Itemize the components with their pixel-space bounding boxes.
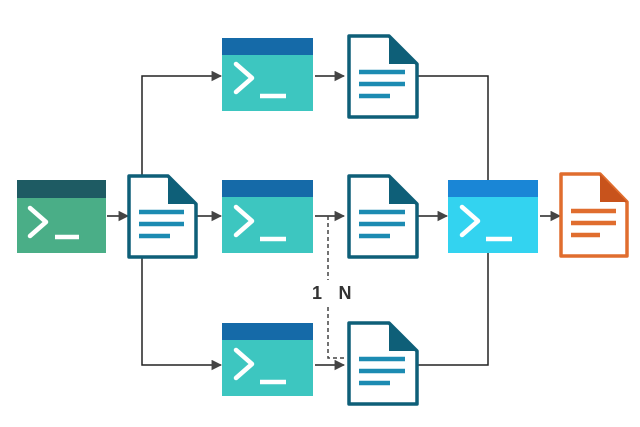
edge-output-top-to-merge	[418, 75, 489, 180]
ratio-label-many: N	[339, 283, 352, 303]
connectors	[107, 70, 562, 371]
worker-terminal-top-icon	[222, 38, 313, 111]
result-document-icon	[559, 172, 629, 258]
edge-output-bottom-to-merge	[418, 252, 489, 366]
output-document-middle-icon	[347, 174, 419, 259]
worker-terminal-bottom-icon	[222, 323, 313, 396]
output-document-top-icon	[347, 34, 419, 119]
edge-split-to-worker-bottom	[141, 256, 223, 371]
ratio-label-one: 1	[312, 283, 322, 303]
worker-terminal-middle-icon	[222, 180, 313, 253]
split-document-icon	[127, 174, 198, 259]
ratio-label-background	[302, 280, 356, 306]
output-document-bottom-icon	[347, 321, 419, 406]
dashed-connector	[327, 216, 344, 359]
merge-terminal-icon	[448, 180, 538, 253]
source-terminal-icon	[17, 180, 106, 253]
edge-split-to-worker-top	[141, 70, 223, 176]
one-to-many-relation: 1 N	[302, 216, 356, 359]
